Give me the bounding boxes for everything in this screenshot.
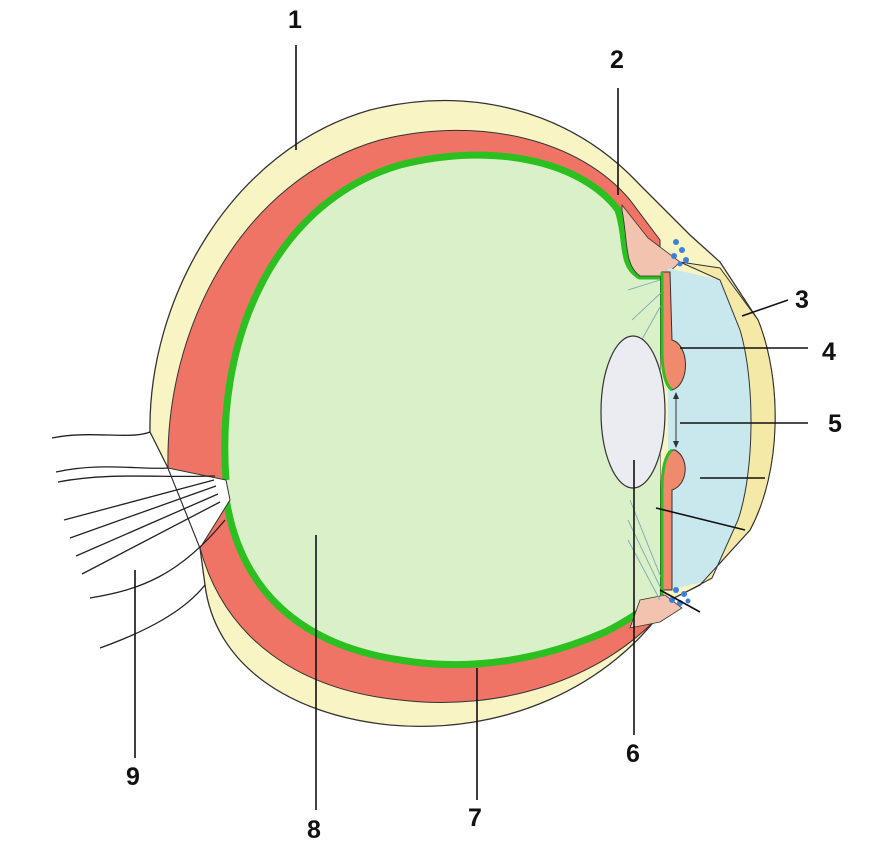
pupil-arrow-head-down	[673, 441, 679, 448]
lens	[600, 335, 666, 489]
label-8: 8	[307, 816, 321, 844]
ciliary-body-lower	[629, 594, 683, 629]
canal-dots-upper	[671, 239, 689, 267]
pupil-arrow-head-up	[673, 392, 679, 399]
leader-lines	[134, 45, 808, 810]
label-3: 3	[795, 286, 809, 314]
label-1: 1	[288, 6, 302, 34]
iris-green-edge-upper	[660, 272, 674, 392]
iris-green-edge-lower	[660, 448, 674, 595]
label-2: 2	[610, 46, 624, 74]
callout-labels: 1 2 3 4 5 6 7 8 9	[126, 6, 842, 844]
cornea	[679, 261, 776, 591]
label-7: 7	[468, 804, 482, 832]
retina-layer	[221, 151, 662, 669]
vitreous-body	[224, 155, 660, 665]
label-6: 6	[626, 740, 640, 768]
label-4: 4	[822, 338, 836, 366]
optic-nerve-fibers	[51, 431, 226, 649]
label-5: 5	[828, 410, 842, 438]
label-9: 9	[126, 763, 140, 791]
